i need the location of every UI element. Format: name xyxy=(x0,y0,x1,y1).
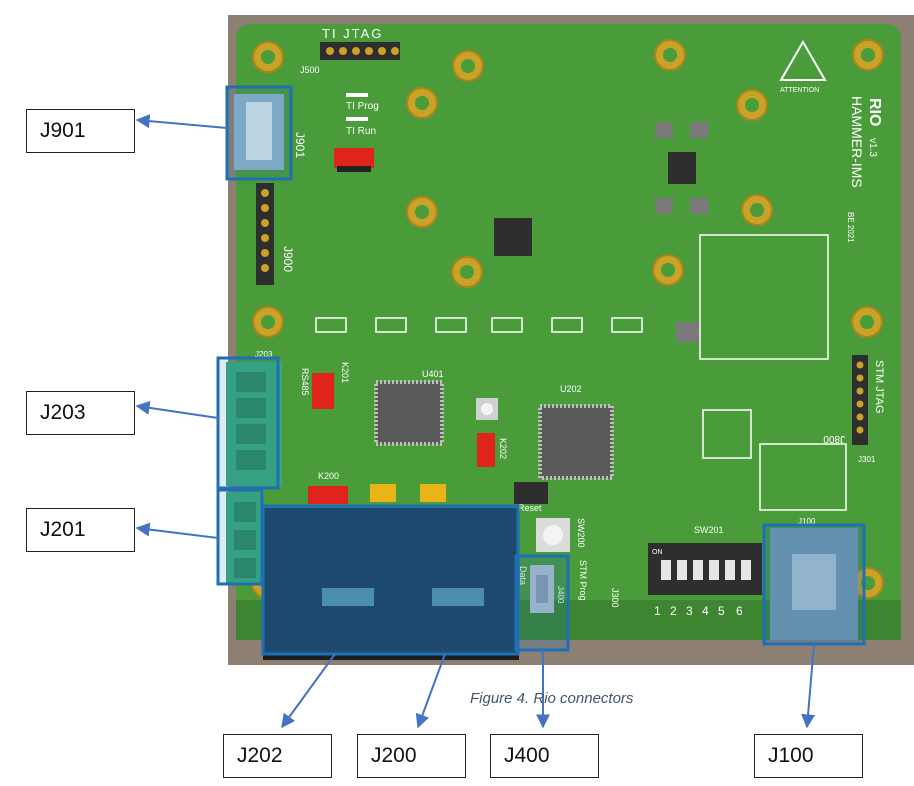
svg-text:6: 6 xyxy=(736,604,743,618)
arrow-j202 xyxy=(281,653,336,729)
j900-header xyxy=(256,183,274,285)
j301-silk: J301 xyxy=(858,455,876,464)
j800-silk: J800 xyxy=(823,433,845,444)
j900-silk: J900 xyxy=(281,246,295,272)
svg-text:1: 1 xyxy=(654,604,661,618)
callout-j203: J203 xyxy=(26,391,135,435)
svg-text:2: 2 xyxy=(670,604,677,618)
j500-label: J500 xyxy=(300,65,320,75)
callout-j901: J901 xyxy=(26,109,135,153)
board-title: RIO xyxy=(866,98,883,126)
figure-caption: Figure 4. Rio connectors xyxy=(470,690,634,707)
j901-connector xyxy=(234,94,284,170)
callout-j202: J202 xyxy=(223,734,332,778)
stm-prog-silk: STM Prog xyxy=(578,560,588,601)
black-part xyxy=(514,482,548,504)
arrow-j201 xyxy=(135,522,219,539)
reset-button xyxy=(536,518,570,552)
sw201-silk: SW201 xyxy=(694,525,724,535)
j201-highlight xyxy=(216,488,264,586)
callout-j201: J201 xyxy=(26,508,135,552)
j300-silk: J300 xyxy=(610,588,620,608)
small-tactile-button xyxy=(476,398,498,420)
warning-label: ATTENTION xyxy=(780,87,819,94)
j203-silk: J203 xyxy=(255,350,273,359)
module-outline xyxy=(699,234,829,360)
ti-jumper xyxy=(334,148,374,172)
callout-j201-label: J201 xyxy=(40,518,86,541)
u202-silk: U202 xyxy=(560,384,582,394)
ti-jtag-label: TI JTAG xyxy=(322,26,383,41)
j100-highlight xyxy=(762,523,866,646)
reset-silk: Reset xyxy=(518,503,542,513)
u401-chip xyxy=(374,380,444,446)
board-date: BE 2021 xyxy=(846,212,855,243)
ti-prog-label: TI Prog xyxy=(346,101,379,112)
arrow-j100 xyxy=(801,643,816,729)
stm-jtag-silk: STM JTAG xyxy=(873,360,885,414)
svg-text:4: 4 xyxy=(702,604,709,618)
k202-jumper xyxy=(477,433,495,467)
svg-text:5: 5 xyxy=(718,604,725,618)
j901-silk: J901 xyxy=(293,132,307,158)
callout-j400: J400 xyxy=(490,734,599,778)
j100-silk: J100 xyxy=(798,517,816,526)
relay-footprints xyxy=(315,317,643,333)
rs485-silk: RS485 xyxy=(300,368,310,396)
arrow-j200 xyxy=(415,653,446,729)
warning-triangle-icon xyxy=(779,40,827,81)
k200-jumper xyxy=(308,486,348,504)
svg-text:3: 3 xyxy=(686,604,693,618)
k201-silk: K201 xyxy=(340,362,350,383)
j400-silk: J400 xyxy=(556,586,565,604)
board-version: v1.3 xyxy=(867,138,878,157)
sw200-silk: SW200 xyxy=(576,518,586,548)
upper-components xyxy=(494,122,708,342)
j800-outline xyxy=(759,443,847,511)
ic-square xyxy=(702,409,752,459)
dip-on-label: ON xyxy=(652,549,663,556)
board-maker: HAMMER-IMS xyxy=(849,96,865,188)
j400-highlight xyxy=(514,554,570,652)
stm-jtag-header xyxy=(852,355,868,445)
j203-highlight xyxy=(216,356,280,490)
u202-chip xyxy=(538,404,614,480)
k202-silk: K202 xyxy=(498,438,508,459)
j203-connector xyxy=(226,362,282,486)
callout-j200-label: J200 xyxy=(371,744,417,767)
rj-highlight xyxy=(261,504,520,656)
ti-jtag-header xyxy=(320,42,400,60)
dip-numbers: 1 2 3 4 5 6 xyxy=(654,604,743,618)
callout-j203-label: J203 xyxy=(40,401,86,424)
j201-connector xyxy=(226,492,264,584)
rs485-jumper xyxy=(312,373,334,409)
sw201-dip-switch xyxy=(648,543,762,595)
arrow-j901 xyxy=(135,114,228,129)
data-silk: Data xyxy=(518,566,528,585)
highlight-boxes xyxy=(216,85,866,656)
callout-j202-label: J202 xyxy=(237,744,283,767)
pcb-board xyxy=(236,24,901,616)
j100-connector xyxy=(770,528,858,640)
callout-j200: J200 xyxy=(357,734,466,778)
ti-run-label: TI Run xyxy=(346,126,376,137)
capacitors xyxy=(370,484,446,502)
j400-connector xyxy=(530,565,554,613)
callout-j901-label: J901 xyxy=(40,119,86,142)
callout-j400-label: J400 xyxy=(504,744,550,767)
j901-highlight xyxy=(225,85,293,181)
callout-j100: J100 xyxy=(754,734,863,778)
u401-silk: U401 xyxy=(422,369,444,379)
arrow-j203 xyxy=(135,400,219,419)
callout-arrows xyxy=(135,114,816,729)
k200-silk: K200 xyxy=(318,471,339,481)
callout-j100-label: J100 xyxy=(768,744,814,767)
